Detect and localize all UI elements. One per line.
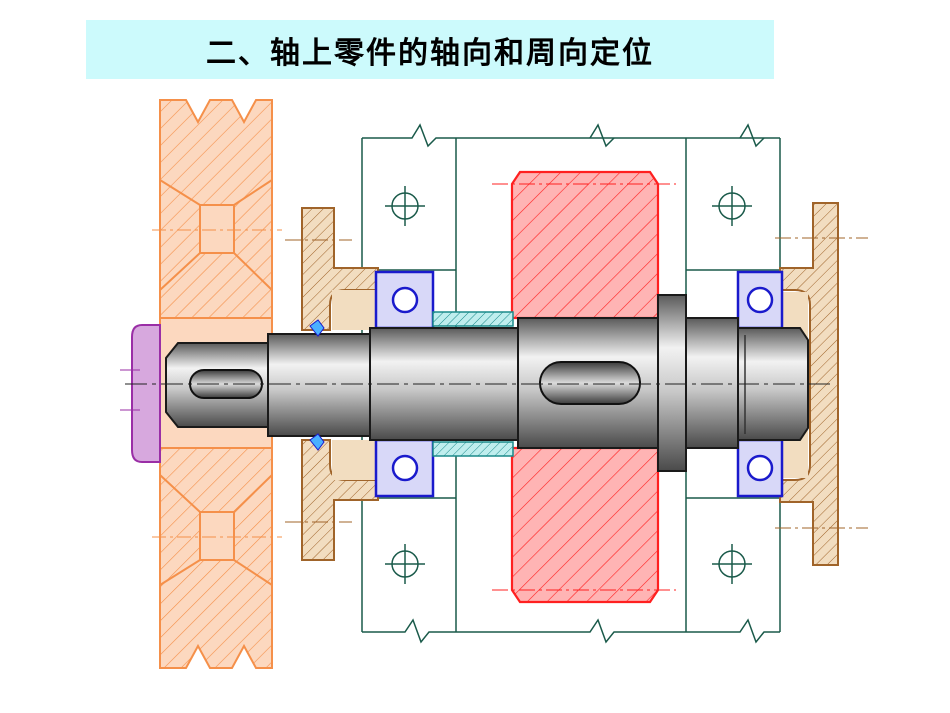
title-bar: 二、轴上零件的轴向和周向定位 (86, 20, 774, 79)
gear-pitch-lines (492, 183, 676, 591)
bolt-holes (385, 186, 752, 584)
sleeve (432, 311, 514, 457)
circlip (309, 319, 325, 451)
left-bearing-cover (301, 207, 379, 561)
cover-centerlines (285, 237, 868, 529)
pulley-centerlines (152, 229, 282, 538)
vertical-tick-lines (120, 369, 140, 411)
page-title: 二、轴上零件的轴向和周向定位 (206, 35, 654, 71)
shaft (165, 294, 809, 472)
end-cap (131, 324, 161, 463)
gear (510, 170, 660, 604)
